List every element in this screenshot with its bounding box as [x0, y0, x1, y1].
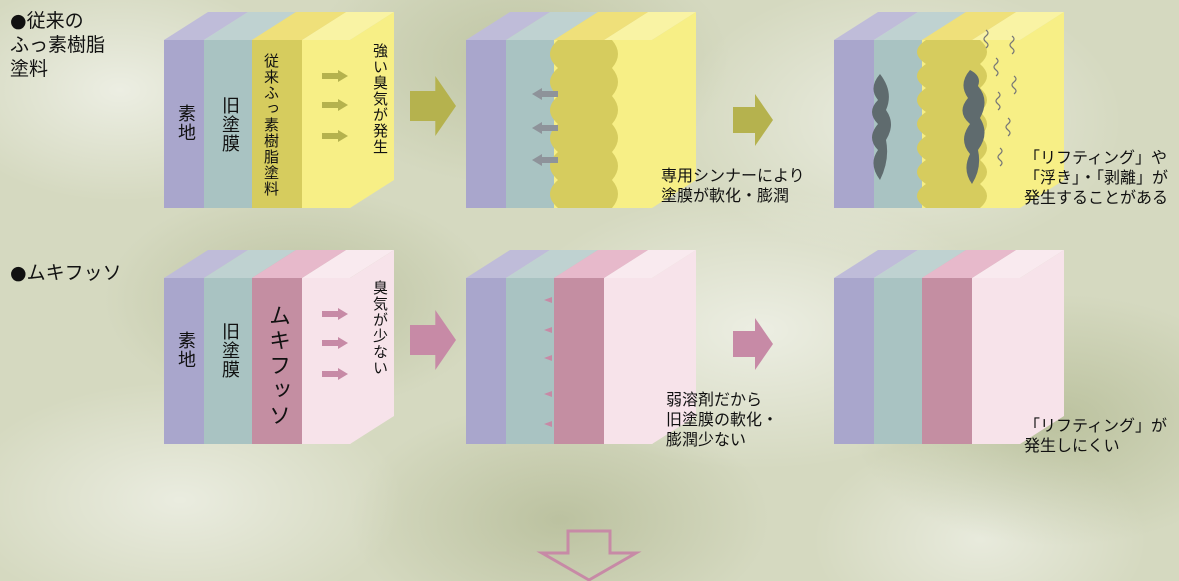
gas-arrow-icon	[322, 70, 348, 82]
section-heading-conventional: ●従来の ふっ素樹脂 塗料	[10, 10, 106, 80]
layer-label-old-coat: 旧塗膜	[219, 96, 240, 153]
layer-coat-top	[554, 12, 648, 40]
layer-substrate	[164, 40, 205, 208]
block-front-face-top	[302, 250, 394, 278]
layer-substrate-top	[466, 250, 550, 278]
smell-wave-icon	[995, 91, 1001, 111]
process-arrow-icon	[410, 76, 456, 136]
layer-old-coat	[874, 278, 923, 444]
smell-wave-icon	[1005, 117, 1011, 137]
block-front-face	[302, 278, 351, 444]
layer-coat	[554, 278, 605, 444]
damage-blob	[872, 74, 891, 180]
layer-label-substrate: 素地	[175, 104, 196, 142]
block-side-face	[1020, 12, 1064, 208]
smell-wave-icon	[983, 29, 989, 49]
process-arrow-icon	[410, 310, 456, 370]
smell-note-mukifusso: 臭気が少ない	[371, 280, 389, 376]
layer-substrate	[834, 40, 875, 208]
layer-coat	[252, 40, 302, 208]
layer-substrate	[466, 40, 507, 208]
layer-coat-top	[554, 250, 648, 278]
layer-old-coat-top	[874, 250, 966, 278]
damage-blob	[962, 70, 985, 184]
layer-old-coat-top	[204, 250, 296, 278]
penetration-arrow-icon	[532, 122, 558, 134]
gas-arrow-icon	[322, 337, 348, 349]
layer-old-coat	[506, 278, 555, 444]
block-front-face	[302, 40, 350, 208]
block-front-face-top	[972, 250, 1064, 278]
layer-coat-top	[922, 250, 1016, 278]
gas-arrow-icon	[322, 368, 348, 380]
gas-arrow-icon	[322, 308, 348, 320]
process-arrow-icon	[733, 94, 773, 146]
layer-substrate-top	[164, 250, 248, 278]
layer-coat-top	[252, 12, 346, 40]
block-front-face-top	[302, 12, 394, 40]
section-heading-mukifusso: ●ムキフッソ	[10, 262, 122, 284]
down-outline-arrow-icon	[536, 529, 642, 581]
layer-coat	[252, 278, 303, 444]
penetration-arrow-icon	[544, 297, 552, 303]
layer-label-conventional-coat: 従来ふっ素樹脂塗料	[262, 53, 280, 197]
block-side-face	[350, 12, 394, 208]
layer-coat-top	[252, 250, 346, 278]
gas-arrow-icon	[322, 130, 348, 142]
layer-old-coat-top	[506, 12, 598, 40]
layer-label-old-coat-2: 旧塗膜	[219, 322, 240, 379]
block-side-face	[652, 12, 696, 208]
layer-substrate-top	[834, 12, 918, 40]
gas-arrow-icon	[322, 99, 348, 111]
layer-old-coat	[204, 278, 253, 444]
block-front-face-top	[972, 12, 1064, 40]
layer-old-coat-top	[874, 12, 966, 40]
block-front-face	[972, 278, 1021, 444]
layer-substrate	[164, 278, 205, 444]
penetration-arrow-icon	[544, 355, 552, 361]
block-side-face	[1020, 250, 1064, 444]
penetration-arrow-icon	[544, 327, 552, 333]
layer-coat-softened	[550, 40, 618, 208]
block-front-face-top	[604, 250, 696, 278]
layer-substrate	[466, 278, 507, 444]
smell-note-conventional: 強い臭気が発生	[371, 43, 389, 155]
layer-substrate-top	[466, 12, 550, 40]
effect-note-conventional: 専用シンナーにより 塗膜が軟化・膨潤	[661, 166, 805, 205]
block-side-face	[350, 250, 394, 444]
smell-wave-icon	[997, 147, 1003, 167]
result-note-conventional: 「リフティング」や 「浮き」・「剥離」が 発生することがある	[1024, 148, 1169, 207]
smell-wave-icon	[1009, 35, 1015, 55]
layer-substrate-top	[834, 250, 918, 278]
result-note-mukifusso: 「リフティング」が 発生しにくい	[1024, 416, 1168, 455]
layer-coat-top	[922, 12, 1016, 40]
layer-old-coat-top	[506, 250, 598, 278]
penetration-arrow-icon	[544, 421, 552, 427]
layer-old-coat	[204, 40, 253, 208]
smell-wave-icon	[1011, 75, 1017, 95]
penetration-arrow-icon	[532, 154, 558, 166]
layer-old-coat-top	[204, 12, 296, 40]
layer-substrate	[834, 278, 875, 444]
layer-label-mukifusso: ムキフッソ	[265, 304, 290, 429]
layer-label-substrate-2: 素地	[175, 331, 196, 369]
block-front-face-top	[604, 12, 696, 40]
block-side-face	[652, 250, 696, 444]
process-arrow-icon	[733, 318, 773, 370]
block-front-face	[604, 278, 653, 444]
penetration-arrow-icon	[544, 391, 552, 397]
layer-coat	[922, 278, 973, 444]
layer-substrate-top	[164, 12, 248, 40]
penetration-arrow-icon	[532, 88, 558, 100]
layer-old-coat	[506, 40, 555, 208]
effect-note-mukifusso: 弱溶剤だから 旧塗膜の軟化・ 膨潤少ない	[666, 390, 779, 449]
smell-wave-icon	[993, 57, 999, 77]
